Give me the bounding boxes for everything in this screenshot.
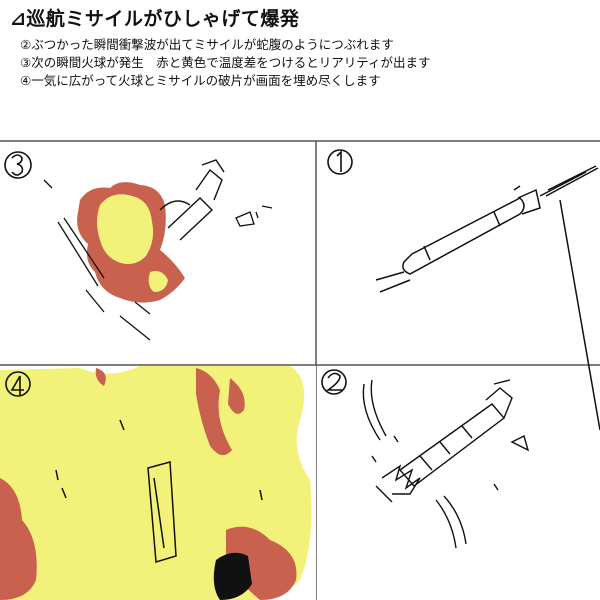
fireball-yellow [97,194,154,264]
panel-3-fireball-forming [4,151,273,341]
note-step-3: ③次の瞬間火球が発生 赤と黄色で温度差をつけるとリアリティが出ます [20,55,431,70]
note-step-4: ④一気に広がって火球とミサイルの破片が画面を埋め尽くします [20,73,381,88]
panel-2-missile-crumpling [321,369,530,549]
panel-number-3 [4,151,32,179]
panel-4-fireball-fill [0,366,316,600]
note-step-2: ②ぶつかった瞬間衝撃波が出てミサイルが蛇腹のようにつぶれます [20,37,394,52]
panel-number-4 [5,371,31,397]
notes-list: ②ぶつかった瞬間衝撃波が出てミサイルが蛇腹のようにつぶれます ③次の瞬間火球が発… [20,36,430,90]
panel-number-2 [321,369,347,395]
black-fragment [213,552,252,600]
page-title: ⊿巡航ミサイルがひしゃげて爆発 [10,8,300,30]
fireball-red-streaks [0,368,297,600]
panel-number-1 [327,149,353,175]
panel-1-missile-approaching [327,149,600,431]
